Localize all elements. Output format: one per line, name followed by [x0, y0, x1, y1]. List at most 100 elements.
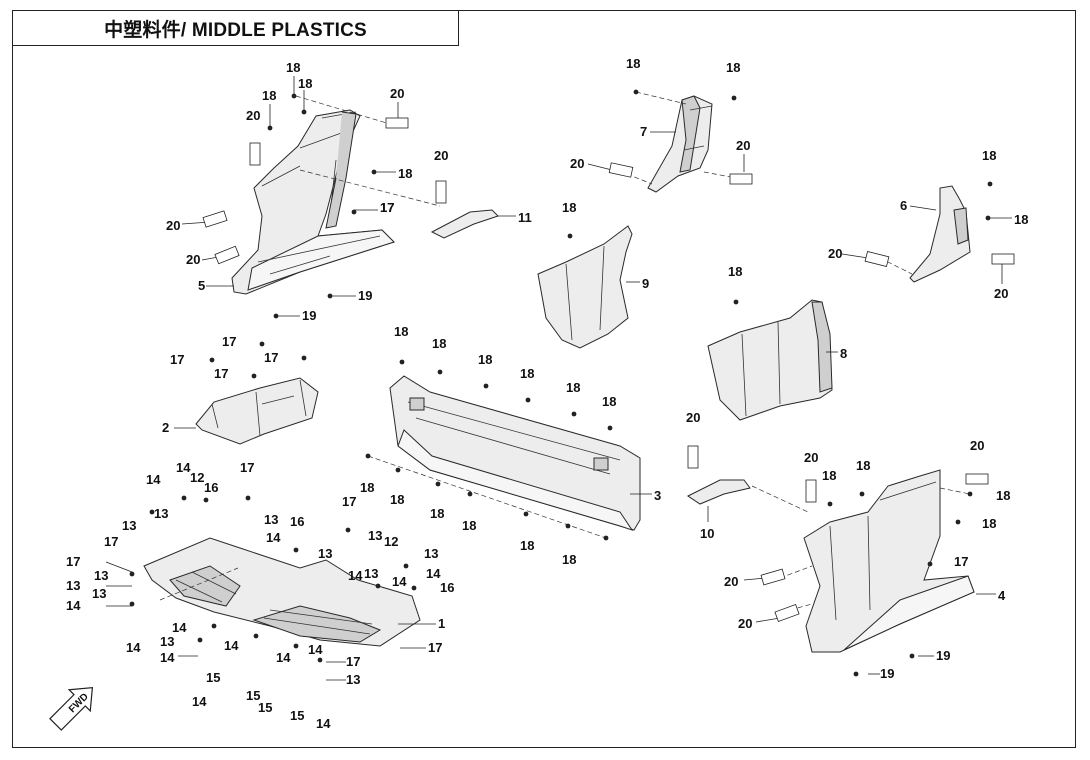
callout-label: 17: [380, 200, 394, 215]
part-7-upper-pillar-panel: [647, 95, 713, 193]
callout-label: 15: [258, 700, 272, 715]
callout-label: 18: [520, 538, 534, 553]
part-8-right-footwell-panel: [707, 299, 833, 421]
callout-label: 14: [348, 568, 363, 583]
callout-label: 14: [392, 574, 407, 589]
callout-label: 1: [438, 616, 445, 631]
part-2-center-console-cover: [195, 377, 319, 445]
callout-label: 14: [426, 566, 441, 581]
page-title: 中塑料件/ MIDDLE PLASTICS: [104, 19, 367, 41]
callout-label: 18: [520, 366, 534, 381]
callout-label: 13: [122, 518, 136, 533]
callout-label: 14: [66, 598, 81, 613]
callout-label: 11: [518, 210, 532, 225]
callout-label: 20: [738, 616, 752, 631]
part-10-heat-shield: [687, 479, 751, 505]
callout-label: 17: [428, 640, 442, 655]
callout-label: 15: [290, 708, 304, 723]
callout-label: 14: [160, 650, 175, 665]
callout-label: 17: [222, 334, 236, 349]
callout-label: 17: [66, 554, 80, 569]
callout-label: 17: [170, 352, 184, 367]
callout-label: 18: [360, 480, 374, 495]
callout-label: 18: [982, 148, 996, 163]
callout-label: 18: [822, 468, 836, 483]
callout-label: 16: [204, 480, 218, 495]
callout-label: 14: [192, 694, 207, 709]
callout-label: 20: [434, 148, 448, 163]
callout-label: 10: [700, 526, 714, 541]
callout-label: 18: [602, 394, 616, 409]
callout-label: 14: [126, 640, 141, 655]
callout-label: 15: [206, 670, 220, 685]
callout-label: 13: [160, 634, 174, 649]
callout-label: 19: [880, 666, 894, 681]
drawing-frame: [12, 10, 1076, 748]
callout-label: 13: [154, 506, 168, 521]
callout-label: 15: [246, 688, 260, 703]
callout-label: 12: [190, 470, 204, 485]
callout-label: 13: [94, 568, 108, 583]
callout-label: 13: [264, 512, 278, 527]
callout-label: 14: [172, 620, 187, 635]
callout-label: 14: [266, 530, 281, 545]
callout-label: 5: [198, 278, 205, 293]
callout-label: 20: [186, 252, 200, 267]
callout-label: 18: [298, 76, 312, 91]
callout-label: 18: [566, 380, 580, 395]
fwd-arrow-icon: FWD: [49, 686, 94, 731]
callout-label: 20: [686, 410, 700, 425]
callout-label: 20: [994, 286, 1008, 301]
callout-label: 20: [166, 218, 180, 233]
callout-label: 20: [970, 438, 984, 453]
callout-label: 20: [390, 86, 404, 101]
part-6-right-upper-panel: [909, 185, 971, 283]
callout-label: 17: [214, 366, 228, 381]
callout-label: 14: [276, 650, 291, 665]
callout-label: 12: [384, 534, 398, 549]
callout-label: 19: [302, 308, 316, 323]
callout-label: 18: [286, 60, 300, 75]
callout-label: 17: [240, 460, 254, 475]
callout-label: 16: [440, 580, 454, 595]
callout-label: 8: [840, 346, 847, 361]
callout-label: 17: [342, 494, 356, 509]
callout-label: 20: [570, 156, 584, 171]
callout-label: 13: [346, 672, 360, 687]
part-5-left-side-panel: [231, 109, 395, 295]
callout-label: 18: [262, 88, 276, 103]
callout-label: 19: [358, 288, 372, 303]
callout-label: 3: [654, 488, 661, 503]
callout-label: 13: [364, 566, 378, 581]
callout-label: 17: [380, 200, 394, 215]
callout-label: 18: [996, 488, 1010, 503]
callout-labels: 18 18 18 20 20 20 20 5 17 19 19 18 20 11…: [66, 56, 1028, 731]
callout-label: 19: [936, 648, 950, 663]
part-4-right-side-panel: [803, 469, 975, 653]
callout-label: 18: [726, 60, 740, 75]
callout-label: 17: [954, 554, 968, 569]
callout-label: 20: [736, 138, 750, 153]
callout-leaders: [105, 76, 1012, 681]
part-3-center-tunnel-panel: [389, 375, 641, 531]
callout-label: 13: [92, 586, 106, 601]
callout-label: 20: [804, 450, 818, 465]
callout-label: 2: [162, 420, 169, 435]
callout-label: 4: [998, 588, 1006, 603]
callout-label: 13: [318, 546, 332, 561]
callout-label: 7: [640, 124, 647, 139]
callout-label: 13: [368, 528, 382, 543]
part-1-floor-pan: [143, 537, 421, 647]
callout-label: 17: [264, 350, 278, 365]
callout-label: 18: [398, 166, 412, 181]
callout-label: 13: [66, 578, 80, 593]
callout-label: 16: [290, 514, 304, 529]
callout-label: 18: [462, 518, 476, 533]
callout-label: 18: [982, 516, 996, 531]
callout-label: 17: [104, 534, 118, 549]
callout-label: 14: [316, 716, 331, 731]
callout-label: 17: [346, 654, 360, 669]
callout-label: 20: [724, 574, 738, 589]
